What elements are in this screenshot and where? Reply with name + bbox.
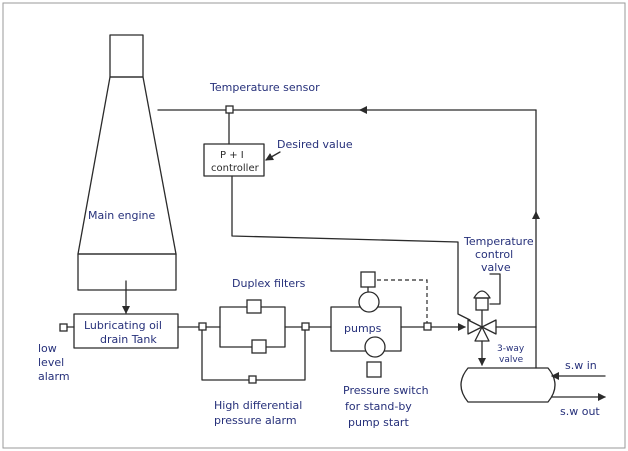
main-engine: Main engine: [77, 34, 177, 291]
temperature-sensor: [225, 105, 234, 114]
low-level-alarm-line1: low: [38, 342, 57, 355]
low-level-alarm-line2: level: [38, 356, 64, 369]
three-way-valve: [467, 273, 501, 342]
pump-upper: [358, 291, 380, 313]
differential-pressure-line: [201, 329, 306, 384]
controller-signal-line: [231, 175, 471, 321]
duplex-filter-upper: [246, 299, 262, 314]
hdpa-label-line2: pressure alarm: [214, 414, 297, 427]
temp-control-valve-line2: control: [475, 248, 513, 261]
valve-feedback-link: [489, 273, 501, 305]
pump-upper-motor: [360, 271, 376, 288]
pressure-switch-line3: pump start: [348, 416, 409, 429]
sea-water-in-label: s.w in: [565, 359, 597, 372]
low-level-alarm-sensor: [59, 323, 68, 332]
pump-lower-motor: [366, 361, 382, 378]
valve-actuator: [473, 290, 491, 299]
controller-label-line2: controller: [211, 163, 260, 174]
main-engine-label: Main engine: [88, 209, 156, 222]
duplex-filters-label: Duplex filters: [232, 277, 306, 290]
pressure-switch-signal: [377, 279, 428, 323]
valve-positioner: [475, 297, 489, 311]
hdpa-label-line1: High differential: [214, 399, 302, 412]
tank-label-line1: Lubricating oil: [84, 319, 162, 332]
desired-value-label: Desired value: [277, 138, 353, 151]
three-way-valve-line1: 3-way: [497, 344, 525, 354]
tank-label-line2: drain Tank: [100, 333, 157, 346]
temp-control-valve-line1: Temperature: [463, 235, 534, 248]
temperature-sensor-label: Temperature sensor: [209, 81, 320, 94]
pumps-label: pumps: [344, 322, 382, 335]
duplex-filters: Duplex filters: [219, 277, 306, 354]
filter-inlet-sensor: [198, 322, 207, 331]
pump-lower: [364, 336, 386, 358]
pressure-switch-line1: Pressure switch: [343, 384, 429, 397]
low-level-alarm-line3: alarm: [38, 370, 70, 383]
lubricating-oil-drain-tank: Lubricating oil drain Tank: [73, 313, 179, 349]
controller-label-line1: P + I: [220, 150, 244, 161]
desired-value-arrow: [265, 151, 281, 161]
differential-pressure-sensor: [248, 375, 257, 384]
pressure-switch: [423, 322, 432, 331]
filter-outlet-sensor: [301, 322, 310, 331]
pumps: pumps: [330, 271, 402, 378]
sea-water-out-label: s.w out: [560, 405, 600, 418]
three-way-valve-line2: valve: [499, 355, 524, 365]
lube-oil-cooler: [460, 367, 556, 403]
pi-controller: P + I controller: [203, 143, 265, 177]
duplex-filter-lower: [251, 339, 267, 354]
temp-control-valve-line3: valve: [481, 261, 511, 274]
pressure-switch-line2: for stand-by: [345, 400, 412, 413]
